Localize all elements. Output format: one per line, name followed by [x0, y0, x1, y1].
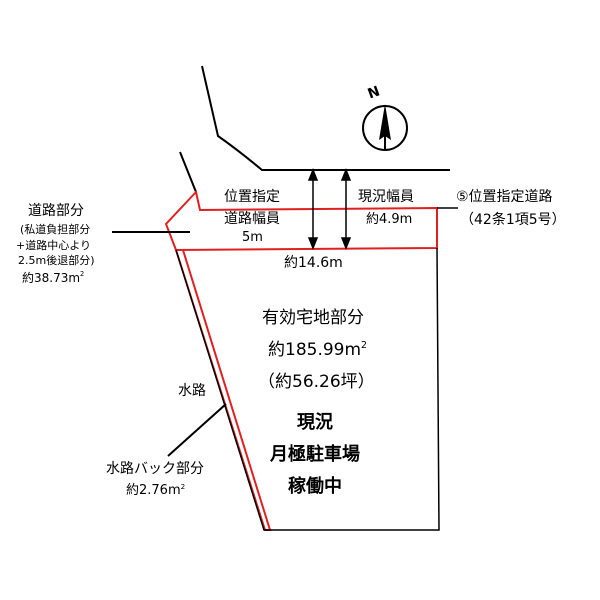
- north-compass-icon: [362, 104, 408, 151]
- effective-lot-area: 約185.99m2: [268, 340, 367, 360]
- road-width-dimension: [307, 167, 319, 251]
- road-portion-title: 道路部分: [28, 203, 84, 219]
- effective-lot-outline: [175, 247, 440, 531]
- road-portion-area: 約38.73m2: [22, 270, 85, 285]
- road-left-edge: [179, 151, 197, 193]
- current-use-line2: 月極駐車場: [270, 444, 360, 465]
- road-designation-article: （42条1項5号）: [460, 212, 566, 228]
- waterway-setback-title: 水路バック部分: [106, 461, 204, 477]
- road-width-value: 5m: [242, 230, 263, 245]
- road-width-label: 道路幅員: [224, 211, 280, 227]
- designated-label: 位置指定: [224, 189, 280, 205]
- current-use-line3: 稼働中: [288, 476, 342, 497]
- road-portion-detail-3: 2.5m後退部分): [18, 254, 95, 267]
- effective-lot-title: 有効宅地部分: [262, 308, 364, 328]
- road-portion-detail-1: (私道負担部分: [20, 223, 91, 236]
- current-width-dimension: [340, 167, 352, 251]
- current-width-label: 現況幅員: [358, 189, 414, 205]
- road-upper-edge: [201, 65, 450, 171]
- waterway-setback-area: 約2.76m2: [126, 482, 186, 498]
- effective-lot-tsubo: （約56.26坪）: [258, 372, 375, 392]
- waterway-label: 水路: [178, 383, 206, 399]
- current-use-line1: 現況: [297, 412, 333, 433]
- road-portion-detail-2: +道路中心より: [16, 239, 91, 252]
- waterway-setback-leader: [167, 403, 227, 457]
- frontage-length: 約14.6m: [284, 255, 343, 271]
- road-designation-title: ⑤位置指定道路: [456, 189, 553, 205]
- current-width-value: 約4.9m: [366, 212, 413, 227]
